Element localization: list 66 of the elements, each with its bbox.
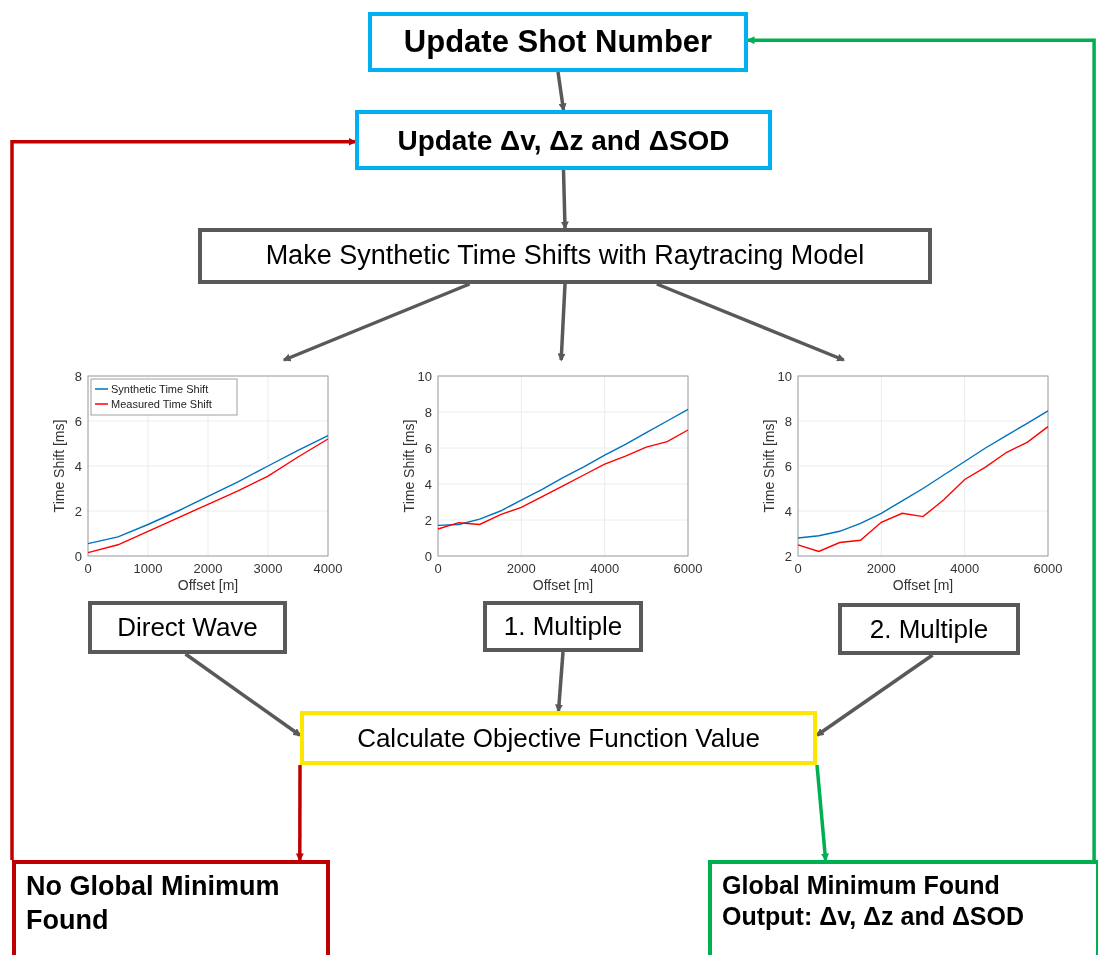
tick-label: 6000 bbox=[1033, 561, 1063, 576]
box-label: Update Shot Number bbox=[403, 22, 713, 61]
tick-label: 4 bbox=[784, 504, 792, 519]
arrow bbox=[556, 71, 567, 112]
process-box bbox=[483, 601, 643, 652]
box-label: Update Δv, Δz and ΔSOD bbox=[397, 123, 730, 158]
box-label: Make Synthetic Time Shifts with Raytracing Model bbox=[265, 239, 865, 273]
tick-label: 2 bbox=[74, 504, 82, 519]
box-label: 2. Multiple bbox=[869, 612, 989, 646]
axis-title: Time Shift [ms] bbox=[51, 419, 67, 513]
process-box bbox=[838, 603, 1020, 655]
tick-label: 10 bbox=[417, 369, 432, 384]
legend-text: Measured Time Shift bbox=[111, 398, 212, 410]
tick-label: 0 bbox=[434, 561, 442, 576]
legend-text: Synthetic Time Shift bbox=[111, 383, 209, 395]
tick-label: 4 bbox=[424, 477, 432, 492]
tick-label: 4000 bbox=[313, 561, 343, 576]
tick-label: 6 bbox=[424, 441, 432, 456]
box-label: No Global Minimum Found bbox=[26, 870, 281, 937]
process-box bbox=[355, 110, 772, 170]
tick-label: 6000 bbox=[673, 561, 703, 576]
process-box bbox=[368, 12, 748, 72]
arrow bbox=[282, 282, 471, 362]
tick-label: 8 bbox=[74, 369, 82, 384]
tick-label: 2 bbox=[784, 549, 792, 564]
arrow bbox=[656, 282, 846, 362]
tick-label: 0 bbox=[84, 561, 92, 576]
box-label: Direct Wave bbox=[117, 611, 258, 644]
box-label: 1. Multiple bbox=[503, 610, 623, 643]
arrow bbox=[560, 169, 569, 230]
axis-title: Offset [m] bbox=[892, 577, 954, 593]
tick-label: 0 bbox=[74, 549, 82, 564]
process-box bbox=[88, 601, 287, 654]
axis-title: Offset [m] bbox=[177, 577, 239, 593]
process-box bbox=[12, 860, 330, 955]
tick-label: 10 bbox=[777, 369, 792, 384]
tick-label: 0 bbox=[794, 561, 802, 576]
tick-label: 8 bbox=[424, 405, 432, 420]
tick-label: 0 bbox=[424, 549, 432, 564]
arrow bbox=[184, 652, 302, 737]
process-box bbox=[708, 860, 1098, 955]
tick-label: 3000 bbox=[253, 561, 283, 576]
tick-label: 4000 bbox=[590, 561, 620, 576]
tick-label: 2000 bbox=[506, 561, 536, 576]
arrow bbox=[555, 651, 565, 713]
tick-label: 6 bbox=[784, 459, 792, 474]
tick-label: 4000 bbox=[950, 561, 980, 576]
arrow bbox=[10, 137, 357, 860]
axis-title: Time Shift [ms] bbox=[401, 419, 417, 513]
axis-title: Offset [m] bbox=[532, 577, 594, 593]
tick-label: 1000 bbox=[133, 561, 163, 576]
tick-label: 2000 bbox=[866, 561, 896, 576]
arrow bbox=[295, 765, 304, 862]
axis-title: Time Shift [ms] bbox=[761, 419, 777, 513]
box-label: Calculate Objective Function Value bbox=[357, 721, 760, 755]
tick-label: 2000 bbox=[193, 561, 223, 576]
tick-label: 6 bbox=[74, 414, 82, 429]
arrow bbox=[557, 283, 567, 362]
tick-label: 2 bbox=[424, 513, 432, 528]
tick-label: 8 bbox=[784, 414, 792, 429]
process-box bbox=[300, 711, 817, 765]
arrow bbox=[815, 764, 829, 862]
tick-label: 4 bbox=[74, 459, 82, 474]
box-label: Global Minimum Found bbox=[722, 870, 1000, 901]
process-box bbox=[198, 228, 932, 284]
box-label: Output: Δv, Δz and ΔSOD bbox=[722, 901, 1025, 933]
